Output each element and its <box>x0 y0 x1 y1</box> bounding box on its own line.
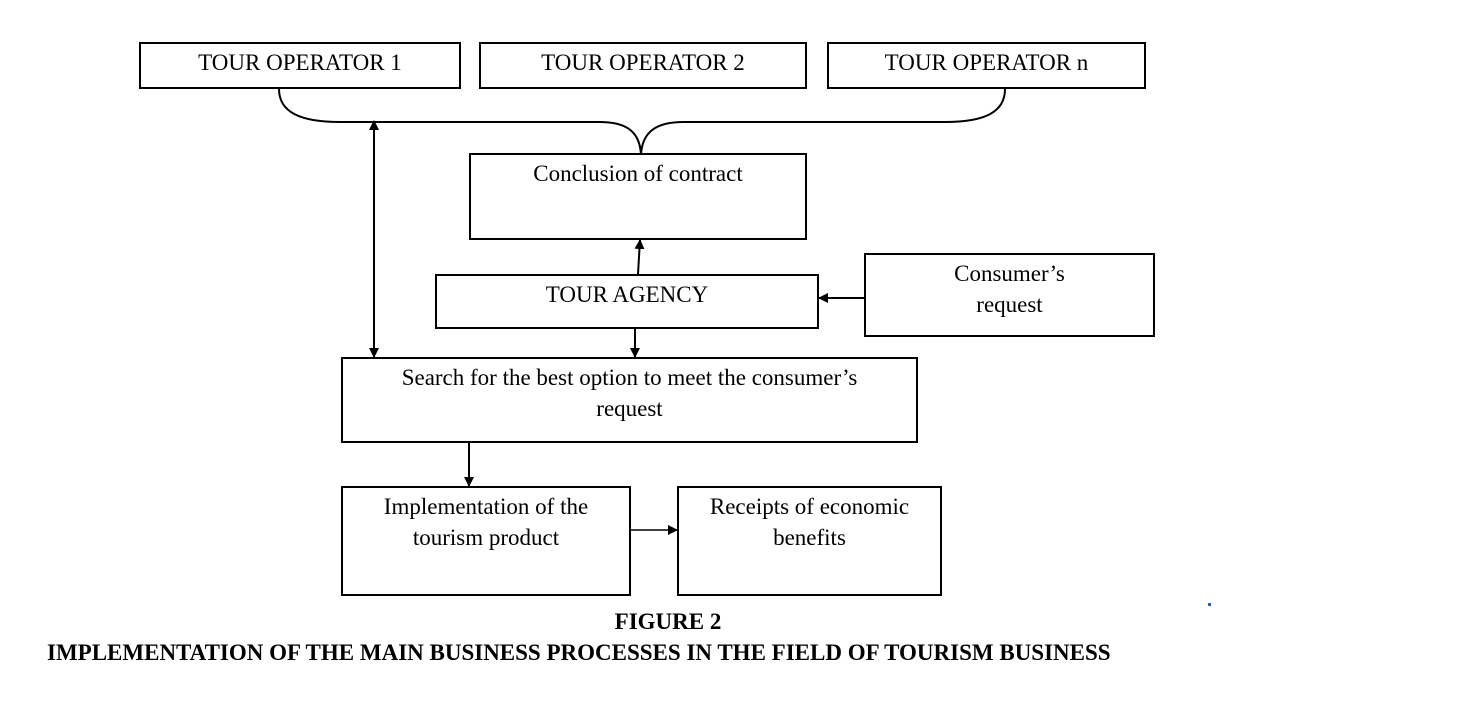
tour-agency-label: TOUR AGENCY <box>545 282 709 307</box>
tour-agency-box: TOUR AGENCY <box>435 274 819 329</box>
figure-number: FIGURE 2 <box>614 609 722 634</box>
implementation-box: Implementation of the tourism product <box>341 486 631 596</box>
tour-operator-2-label: TOUR OPERATOR 2 <box>541 50 745 75</box>
conclusion-of-contract-box: Conclusion of contract <box>469 153 807 240</box>
search-best-option-label: Search for the best option to meet the c… <box>401 365 858 421</box>
tour-operator-n-box: TOUR OPERATOR n <box>827 42 1146 89</box>
operators-brace <box>278 88 1006 156</box>
consumer-request-box: Consumer’s request <box>864 253 1155 337</box>
tour-operator-2-box: TOUR OPERATOR 2 <box>479 42 807 89</box>
tour-operator-1-label: TOUR OPERATOR 1 <box>198 50 402 75</box>
stray-mark <box>1208 603 1211 606</box>
implementation-label: Implementation of the tourism product <box>383 494 589 550</box>
receipts-box: Receipts of economic benefits <box>677 486 942 596</box>
tour-operator-n-label: TOUR OPERATOR n <box>884 50 1089 75</box>
consumer-request-label: Consumer’s request <box>954 261 1065 317</box>
tour-operator-1-box: TOUR OPERATOR 1 <box>139 42 461 89</box>
search-best-option-box: Search for the best option to meet the c… <box>341 357 918 443</box>
figure-title: IMPLEMENTATION OF THE MAIN BUSINESS PROC… <box>47 640 1111 665</box>
agency-to-contract-arrow <box>634 239 645 275</box>
conclusion-of-contract-label: Conclusion of contract <box>533 161 743 186</box>
receipts-label: Receipts of economic benefits <box>709 494 910 550</box>
